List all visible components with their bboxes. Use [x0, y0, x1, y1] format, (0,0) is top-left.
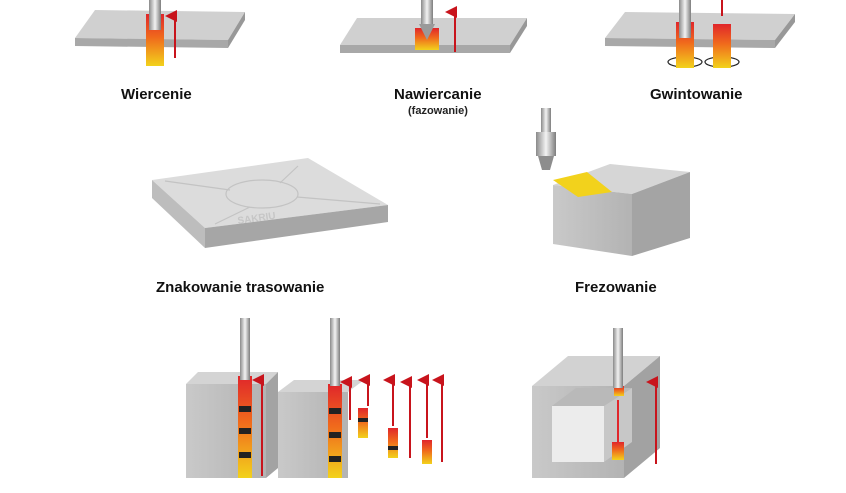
- heat-zone: [612, 442, 624, 460]
- heat-zone: [238, 376, 252, 478]
- heat-zone: [614, 386, 624, 396]
- milling-cutter-icon: [541, 108, 551, 134]
- label-wiercenie: Wiercenie: [121, 86, 192, 103]
- drill-bit-icon: [240, 318, 250, 380]
- heat-zone: [713, 24, 731, 68]
- drilling-sequence-illustration: [186, 318, 444, 478]
- milled-surface: [553, 172, 612, 197]
- engraved-marking-text: SAKRIU: [237, 211, 277, 227]
- marking-plate-illustration: SAKRIU: [152, 158, 388, 248]
- drilling-illustration: [75, 0, 245, 66]
- label-nawiercanie-sub: (fazowanie): [408, 105, 468, 117]
- drill-bit-icon: [330, 318, 340, 386]
- tube-drilling-illustration: [532, 328, 660, 478]
- chip: [358, 408, 368, 438]
- drill-bit-icon: [149, 0, 161, 30]
- drill-bit-icon: [613, 328, 623, 388]
- label-znakowanie-trasowanie: Znakowanie trasowanie: [156, 279, 325, 296]
- milling-illustration: [536, 108, 690, 256]
- label-gwintowanie: Gwintowanie: [650, 86, 743, 103]
- chip: [388, 428, 398, 458]
- heat-zone: [328, 384, 342, 478]
- label-frezowanie: Frezowanie: [575, 279, 657, 296]
- chamfering-illustration: [340, 0, 527, 53]
- countersink-tool-icon: [421, 0, 433, 24]
- tap-tool-icon: [679, 0, 691, 38]
- tapping-illustration: [605, 0, 795, 68]
- chip: [422, 440, 432, 464]
- label-nawiercanie: Nawiercanie: [394, 86, 482, 103]
